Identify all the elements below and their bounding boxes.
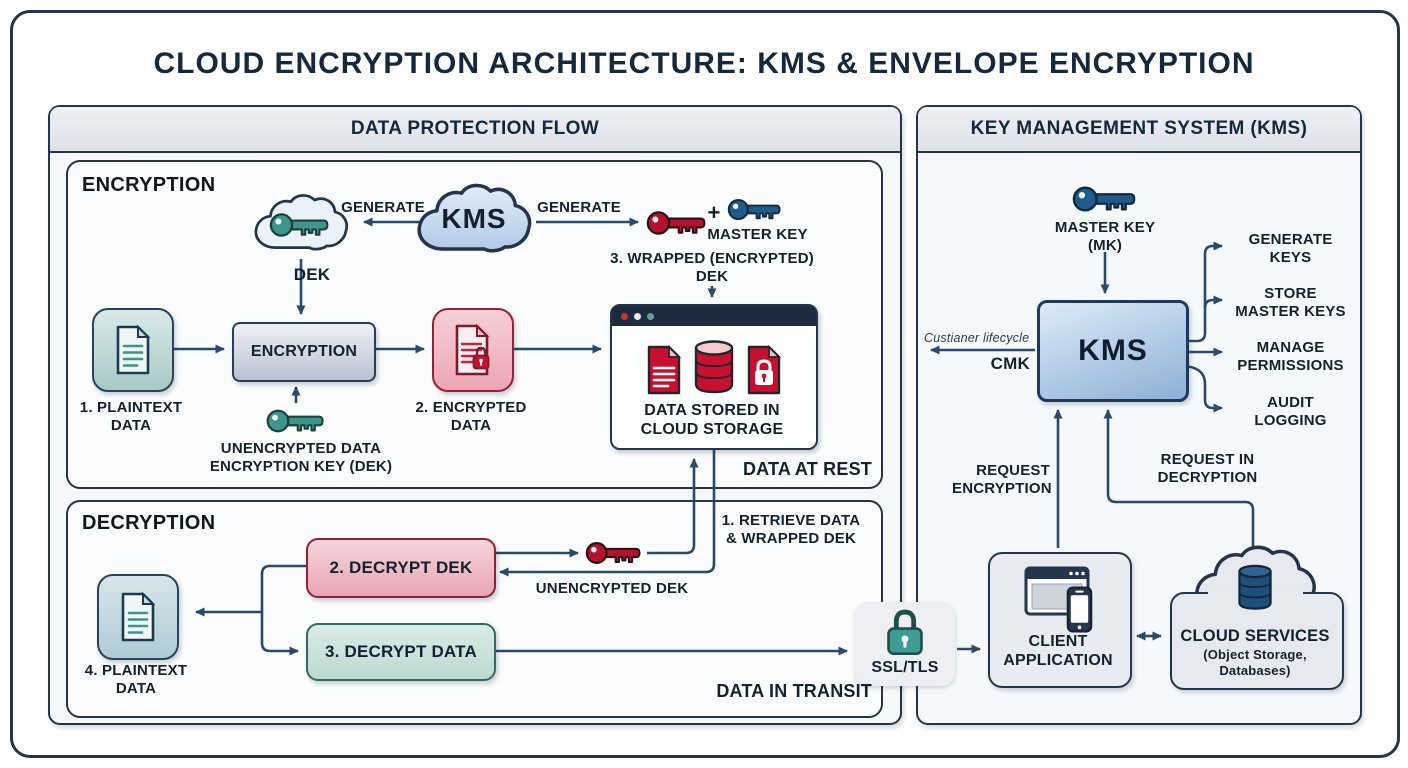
phone-icon [1066,586,1093,633]
stored-document-icon [647,344,682,395]
cloud-services-label-line1: CLOUD SERVICES [1180,627,1330,645]
window-dot-red [621,312,628,320]
master-key-mk-label-line2: (MK) [1087,237,1123,254]
dek-key-label-line1: UNENCRYPTED DATA [220,440,382,457]
plaintext-data-tile [92,308,174,392]
ssl-tls-label: SSL/TLS [871,659,939,676]
plus-sign: + [707,200,721,225]
kms-function-manage-permissions-line1: MANAGE [1256,339,1325,356]
kms-function-store-keys-line2: MASTER KEYS [1235,303,1346,320]
master-key-mk-label-line1: MASTER KEY [1054,219,1156,236]
encryption-box-label: ENCRYPTION [250,343,358,361]
kms-function-generate-keys-line2: KEYS [1269,249,1312,266]
page-title: CLOUD ENCRYPTION ARCHITECTURE: KMS & ENV… [153,47,1255,80]
retrieve-label-line1: 1. RETRIEVE DATA [721,512,861,529]
window-titlebar [612,306,816,326]
generate-right-label: GENERATE [537,199,621,216]
request-encryption-label-line2: ENCRYPTION [952,480,1052,497]
cloud-services-label-line3: Databases) [1219,663,1291,678]
ssl-lock-icon [887,609,923,655]
encrypted-document-icon [455,323,490,376]
request-decryption-label-line1: REQUEST IN [1160,451,1255,468]
data-in-transit-label: DATA IN TRANSIT [716,681,872,701]
document-icon [121,591,156,642]
storage-label-line2: CLOUD STORAGE [640,421,784,438]
encrypted-data-label-line1: 2. ENCRYPTED [415,399,527,416]
plaintext-result-label-line1: 4. PLAINTEXT [84,662,188,679]
request-encryption-label-line1: REQUEST [976,462,1050,479]
plaintext-data-label-line2: DATA [110,417,152,434]
kms-function-audit-logging-line1: AUDIT [1267,394,1314,411]
cmk-lifecycle-label: Custianer lifecycle [924,331,1030,345]
encrypted-data-label-line2: DATA [450,417,492,434]
decrypt-dek-box: 2. DECRYPT DEK [306,538,496,598]
encryption-process-box: ENCRYPTION [232,322,376,382]
kms-function-manage-permissions-line2: PERMISSIONS [1237,357,1344,374]
client-application-label-line2: APPLICATION [1003,652,1113,669]
client-application-box: CLIENT APPLICATION [988,552,1132,688]
outer-frame [10,10,1400,758]
decryption-subpanel-label: DECRYPTION [82,512,216,534]
wrapped-dek-label-line2: DEK [695,268,729,285]
data-protection-flow-header: DATA PROTECTION FLOW [50,107,900,153]
database-icon [694,340,734,394]
dek-cloud [250,186,352,260]
master-key-mk-icon [1072,186,1136,212]
encrypted-data-tile [432,308,514,392]
plaintext-data-label-line1: 1. PLAINTEXT [79,399,183,416]
decrypt-dek-label: 2. DECRYPT DEK [329,557,473,577]
window-dot-white [634,312,641,320]
cloud-database-icon [1238,564,1272,610]
data-at-rest-label: DATA AT REST [742,459,872,479]
cmk-label: CMK [990,354,1030,373]
kms-panel-header: KEY MANAGEMENT SYSTEM (KMS) [918,107,1360,153]
kms-core-label: KMS [1078,334,1148,367]
unencrypted-dek-label: UNENCRYPTED DEK [535,580,689,597]
encryption-subpanel-label: ENCRYPTION [82,174,216,196]
storage-label-line1: DATA STORED IN [644,402,780,419]
master-key-label: MASTER KEY [707,226,808,243]
kms-function-generate-keys-line1: GENERATE [1248,231,1333,248]
cloud-shape [417,183,532,253]
master-key-blue-icon [727,198,781,221]
plaintext-result-label-line2: DATA [115,680,157,697]
cloud-storage-window: DATA STORED IN CLOUD STORAGE [610,304,818,450]
kms-cloud-label: KMS [441,203,507,234]
wrapped-dek-red-key-icon [646,211,706,235]
unencrypted-dek-red-key-icon [585,542,641,564]
kms-function-audit-logging-line2: LOGGING [1254,412,1327,429]
retrieve-label-line2: & WRAPPED DEK [725,530,857,547]
locked-document-icon [747,344,782,395]
cloud-services-label-line2: (Object Storage, [1203,647,1307,662]
dek-key-icon [269,213,329,237]
dek-label: DEK [293,265,331,284]
generate-left-label: GENERATE [341,199,425,216]
wrapped-dek-label-line1: 3. WRAPPED (ENCRYPTED) [610,250,814,267]
document-icon [116,324,151,375]
window-dot-teal [647,312,654,320]
client-application-label-line1: CLIENT [1028,633,1088,650]
decrypt-data-box: 3. DECRYPT DATA [306,623,496,681]
ssl-tls-box: SSL/TLS [855,602,955,686]
dek-key-label-line2: ENCRYPTION KEY (DEK) [209,458,393,475]
decrypt-data-label: 3. DECRYPT DATA [325,641,477,661]
kms-function-store-keys-line1: STORE [1264,285,1317,302]
kms-core-box: KMS [1037,300,1189,402]
kms-cloud: KMS [412,178,536,260]
request-decryption-label-line2: DECRYPTION [1157,469,1258,486]
unencrypted-dek-key-icon [266,409,324,433]
plaintext-result-tile [97,574,179,660]
